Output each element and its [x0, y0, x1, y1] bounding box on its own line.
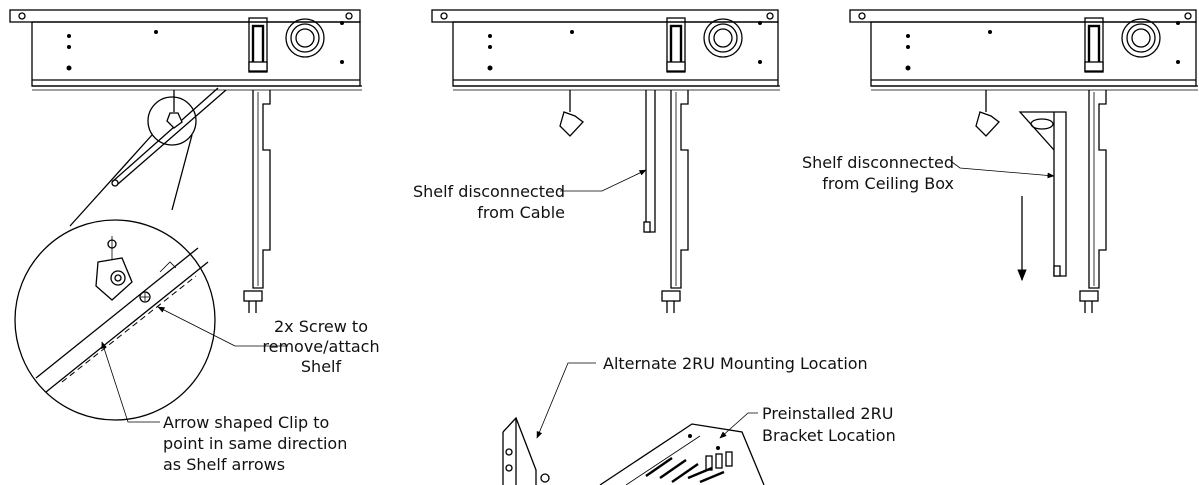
label-preinstalled-2ru-bracket: Preinstalled 2RU Bracket Location [762, 404, 896, 445]
panel-3-ceiling-box [849, 9, 1198, 313]
svg-text:Shelf: Shelf [301, 357, 342, 376]
svg-text:Arrow shaped Clip to: Arrow shaped Clip to [163, 413, 329, 432]
label-screw-remove-attach: 2x Screw to remove/attach Shelf [262, 317, 379, 376]
svg-text:2x Screw to: 2x Screw to [274, 317, 368, 336]
svg-text:remove/attach: remove/attach [262, 337, 379, 356]
svg-text:point in same direction: point in same direction [163, 434, 347, 453]
svg-text:from Cable: from Cable [477, 203, 565, 222]
svg-text:as Shelf arrows: as Shelf arrows [163, 455, 285, 474]
svg-text:Shelf disconnected: Shelf disconnected [413, 182, 565, 201]
svg-text:Shelf disconnected: Shelf disconnected [802, 153, 954, 172]
svg-text:from Ceiling Box: from Ceiling Box [822, 174, 954, 193]
panel-2-ceiling-box [431, 9, 780, 313]
bottom-bracket-view [502, 416, 765, 485]
svg-text:Preinstalled 2RU: Preinstalled 2RU [762, 404, 893, 423]
label-disconnected-from-cable: Shelf disconnected from Cable [413, 182, 565, 222]
svg-text:Bracket Location: Bracket Location [762, 426, 896, 445]
panel-1-ceiling-box [9, 9, 362, 421]
label-arrow-shaped-clip: Arrow shaped Clip to point in same direc… [163, 413, 347, 474]
label-disconnected-from-ceiling-box: Shelf disconnected from Ceiling Box [802, 153, 954, 193]
svg-text:Alternate 2RU Mounting Locatio: Alternate 2RU Mounting Location [603, 354, 868, 373]
label-alternate-2ru-mounting: Alternate 2RU Mounting Location [603, 354, 868, 373]
